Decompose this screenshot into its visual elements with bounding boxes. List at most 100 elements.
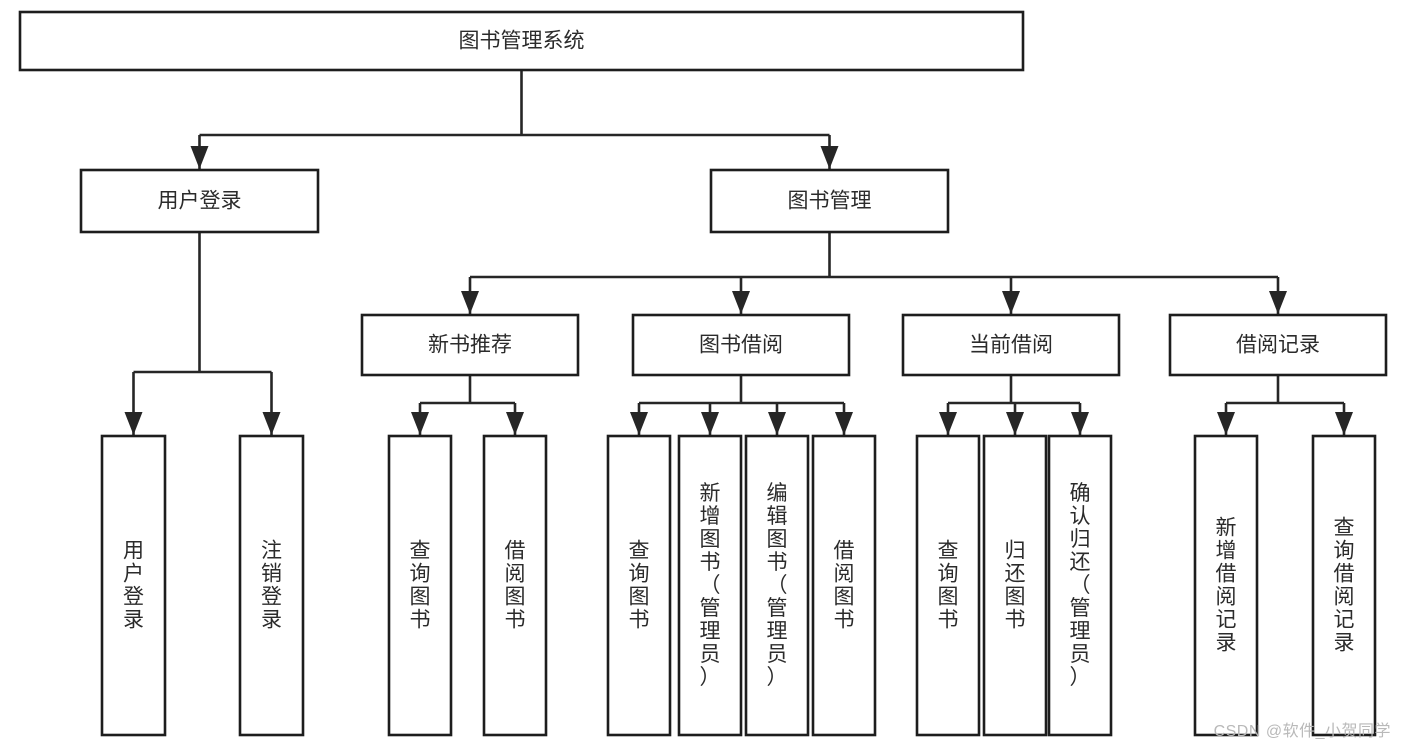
edge-group-borrow-record (1217, 375, 1353, 435)
node-label-char: 员 (1070, 643, 1091, 666)
edge-arrowhead (1335, 412, 1353, 435)
node-label-char: ） (1070, 666, 1091, 689)
node-box (915, 434, 981, 737)
node-label-char: 辑 (767, 505, 788, 528)
node-label-char: 理 (700, 620, 721, 643)
node-label-char: 阅 (1334, 586, 1355, 609)
edge-arrowhead (1006, 412, 1024, 435)
node-label-char: 借 (1216, 563, 1237, 586)
node-book-borrow[interactable]: 图书借阅 (631, 313, 851, 377)
node-label-char: 理 (1070, 620, 1091, 643)
node-label-char: ） (767, 666, 788, 689)
node-label: 新书推荐 (428, 334, 512, 357)
node-label-char: 注 (261, 540, 282, 563)
node-box (18, 10, 1025, 72)
node-label-char: 图 (938, 586, 959, 609)
node-label-char: 图 (410, 586, 431, 609)
node-label-char: 管 (1070, 597, 1091, 620)
node-label-char: 还 (1005, 563, 1026, 586)
edge-group-user-login (124, 232, 281, 435)
edge-arrowhead (768, 412, 786, 435)
node-label-char: 登 (123, 586, 144, 609)
edge-group-root (190, 70, 839, 169)
node-label: 图书借阅 (699, 334, 783, 357)
edge-group-current-borrow (939, 375, 1089, 435)
node-label-char: 书 (410, 609, 431, 632)
node-borrow-record[interactable]: 借阅记录 (1168, 313, 1388, 377)
node-label-char: 书 (700, 551, 721, 574)
edge-group-new-book-rec (411, 375, 524, 435)
edge-arrowhead (262, 412, 281, 435)
node-label-char: 管 (767, 597, 788, 620)
edge-arrowhead (1269, 291, 1287, 314)
edge-group-book-manage (461, 232, 1287, 314)
node-box (901, 313, 1121, 377)
node-label-char: 借 (505, 540, 526, 563)
node-label-char: 查 (410, 540, 431, 563)
node-label-char: 查 (1334, 517, 1355, 540)
node-user-login[interactable]: 用户登录 (79, 168, 320, 234)
edge-arrowhead (939, 412, 957, 435)
node-leaf-user-login[interactable]: 用户登录 (100, 434, 167, 737)
node-box (1193, 434, 1259, 737)
edge-arrowhead (835, 412, 853, 435)
node-label: 当前借阅 (969, 334, 1053, 357)
node-label-char: 书 (834, 609, 855, 632)
node-label-char: 录 (1334, 632, 1355, 655)
node-new-book-rec[interactable]: 新书推荐 (360, 313, 580, 377)
node-label-char: 户 (123, 563, 144, 586)
node-label-char: 用 (123, 540, 144, 563)
edge-arrowhead (701, 412, 719, 435)
node-label-char: 还 (1070, 551, 1091, 574)
node-label-char: 借 (1334, 563, 1355, 586)
node-label-char: 员 (700, 643, 721, 666)
edge-group-book-borrow (630, 375, 853, 435)
node-label-char: 查 (629, 540, 650, 563)
node-box (1047, 434, 1113, 737)
node-label-char: 增 (1216, 540, 1237, 563)
edge-arrowhead (1071, 412, 1089, 435)
node-box (631, 313, 851, 377)
node-label-char: 销 (261, 563, 282, 586)
node-label-char: 询 (1334, 540, 1355, 563)
node-label-char: ） (700, 666, 721, 689)
node-label-char: 询 (938, 563, 959, 586)
node-label-char: 归 (1005, 540, 1026, 563)
edge-arrowhead (190, 146, 209, 169)
node-label: 用户登录 (123, 540, 144, 632)
node-box (79, 168, 320, 234)
node-box (387, 434, 453, 737)
edge-arrowhead (461, 291, 479, 314)
node-label-char: 登 (261, 586, 282, 609)
node-label: 用户登录 (158, 190, 242, 213)
node-label-char: 记 (1216, 609, 1237, 632)
node-box (811, 434, 877, 737)
node-box (677, 434, 743, 737)
node-book-manage[interactable]: 图书管理 (709, 168, 950, 234)
node-box (1311, 434, 1377, 737)
node-label-char: 理 (767, 620, 788, 643)
edge-arrowhead (820, 146, 839, 169)
node-label-char: 询 (629, 563, 650, 586)
node-box (100, 434, 167, 737)
node-current-borrow[interactable]: 当前借阅 (901, 313, 1121, 377)
node-label-char: 书 (767, 551, 788, 574)
node-root[interactable]: 图书管理系统 (18, 10, 1025, 72)
edge-arrowhead (411, 412, 429, 435)
node-label-char: 管 (700, 597, 721, 620)
